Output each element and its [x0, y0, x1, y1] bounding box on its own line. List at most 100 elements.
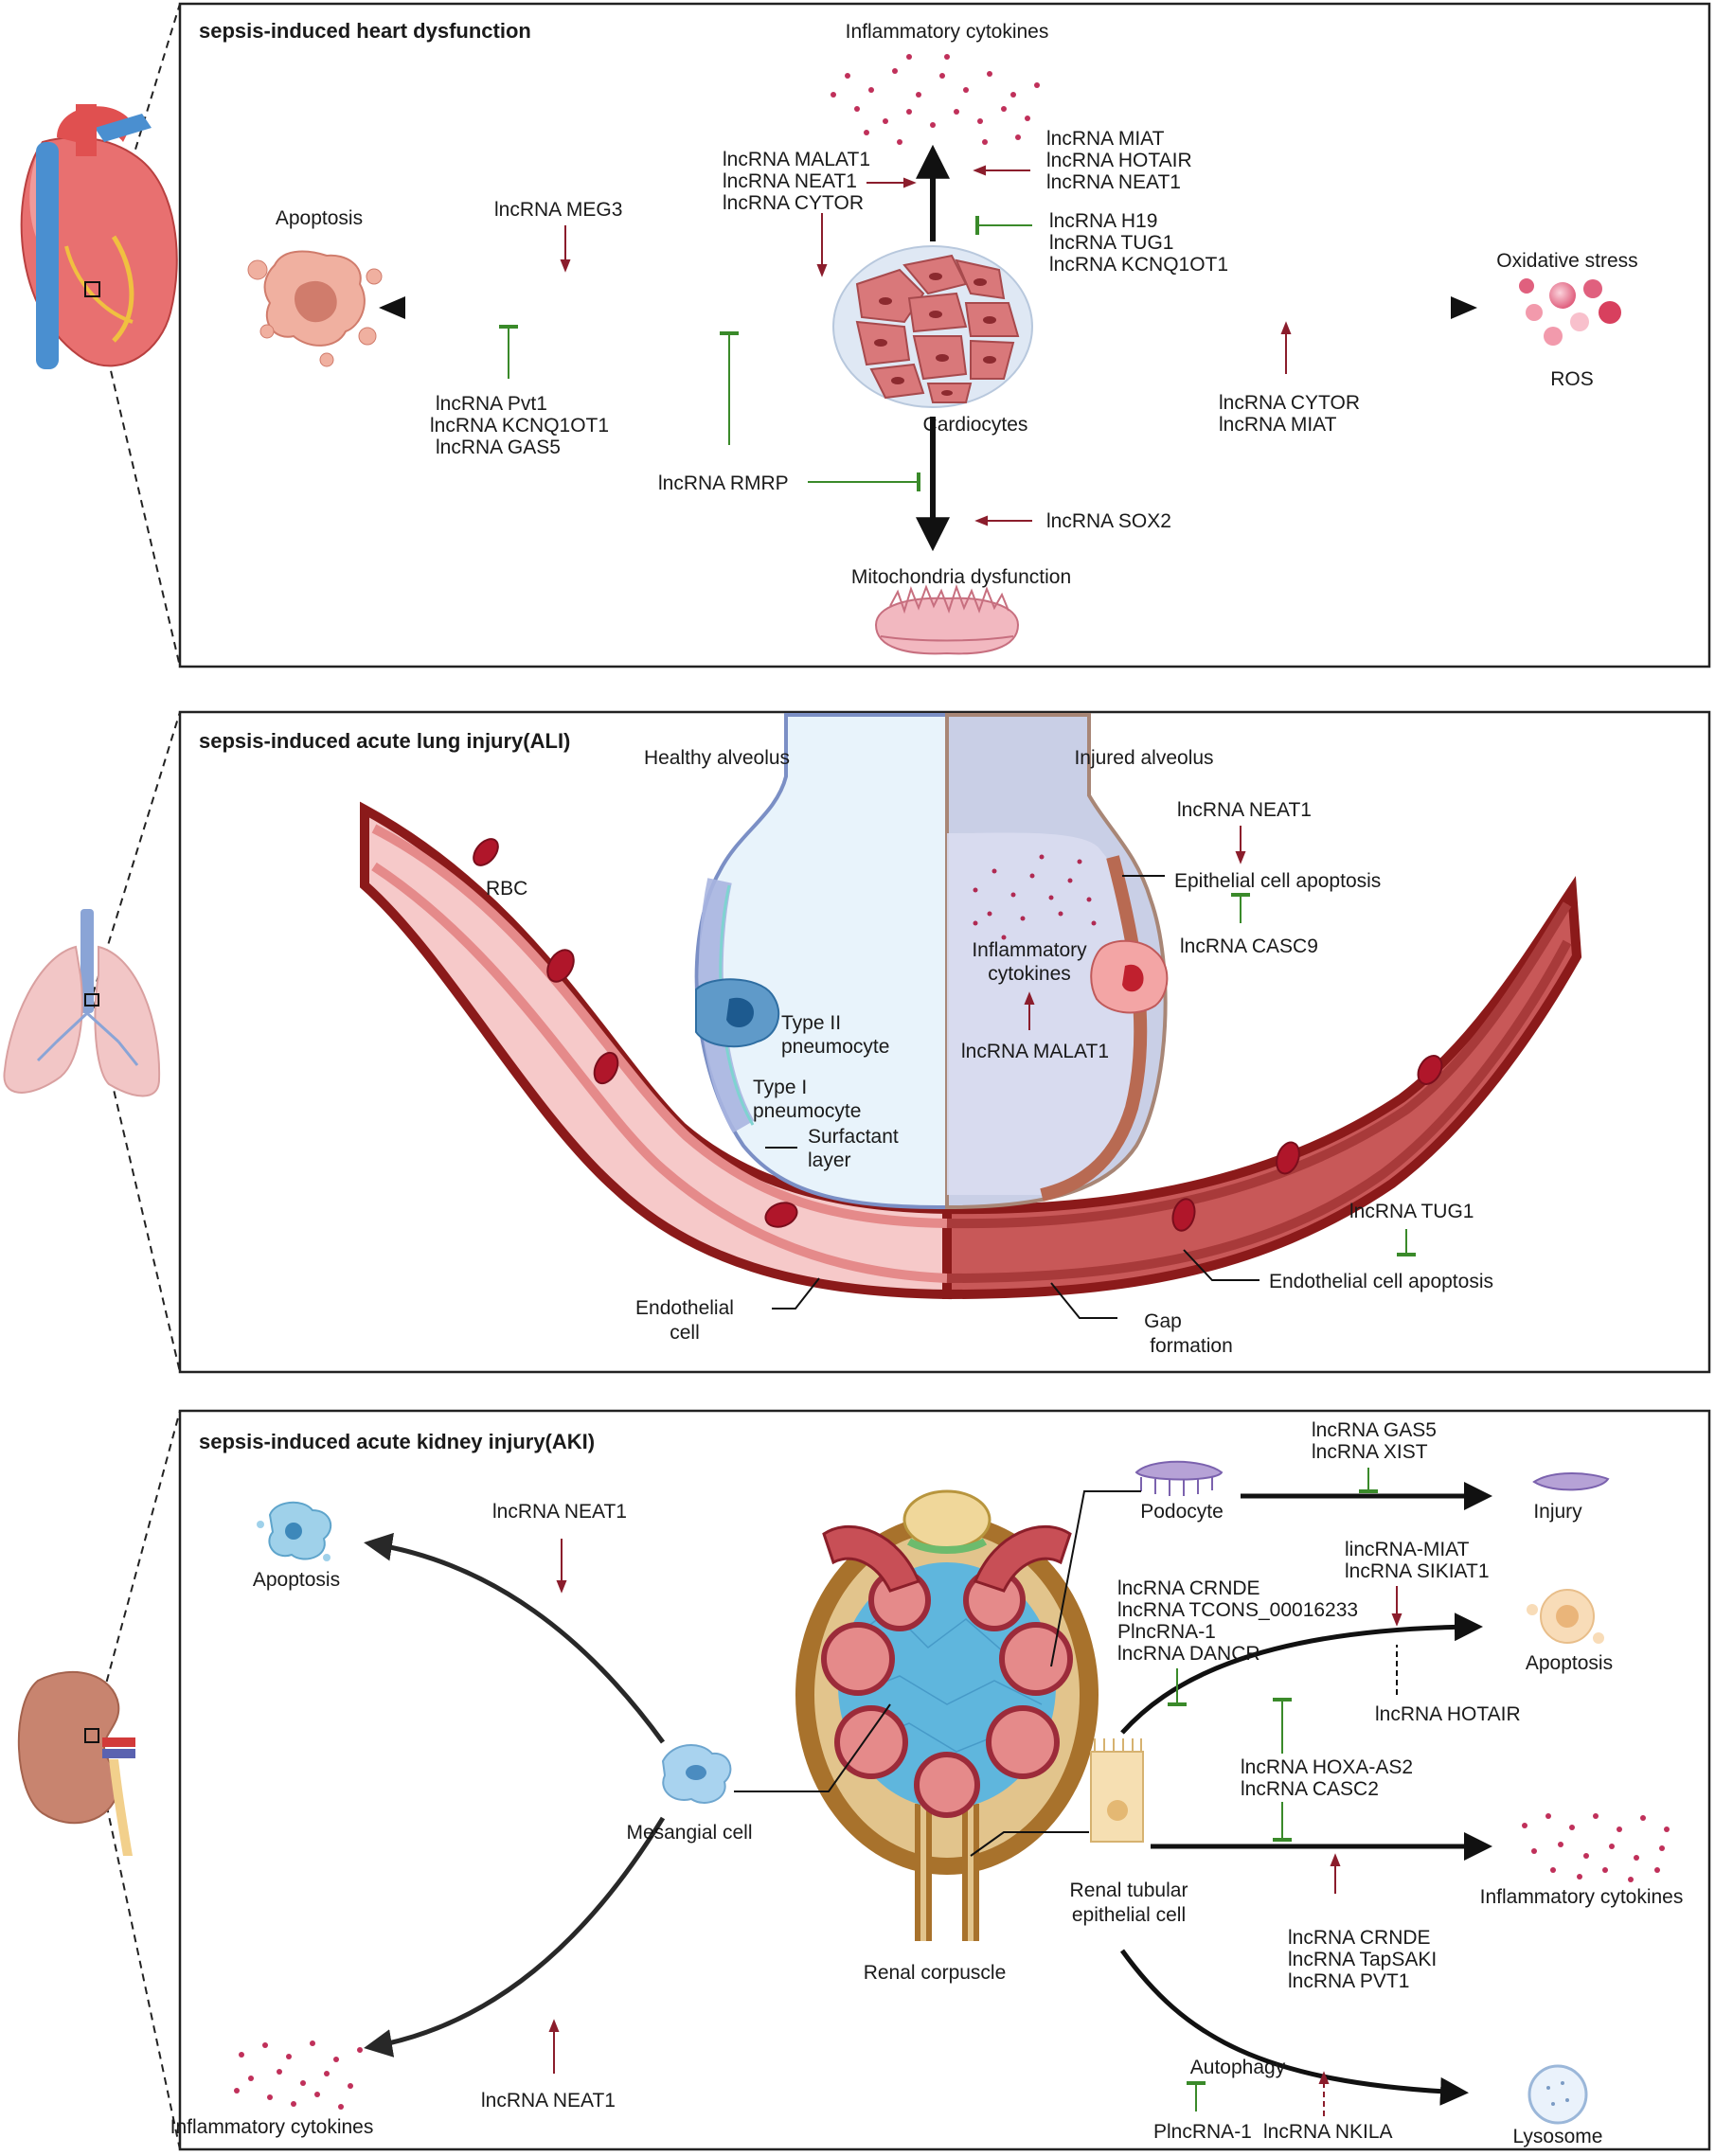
nkila-label: lncRNA NKILA	[1263, 2121, 1393, 2143]
lung-organ-icon	[3, 909, 161, 1097]
endo-apop-pointer	[1183, 1249, 1259, 1281]
kidney-apoptosis-left-label: Apoptosis	[253, 1569, 340, 1591]
kidney-cytokine-dots-left	[234, 2040, 363, 2110]
surfactant-label-line-2: layer	[808, 1149, 851, 1171]
gap-line-2: formation	[1150, 1335, 1233, 1357]
apoptotic-epithelial-cell	[1090, 939, 1169, 1014]
lysosome-label: Lysosome	[1513, 2126, 1603, 2147]
kidney-panel: sepsis-induced acute kidney injury(AKI)	[17, 1409, 1711, 2151]
neat1-bottom-label: lncRNA NEAT1	[481, 2090, 616, 2111]
crnde-group2-line-2: lncRNA TapSAKI	[1288, 1949, 1437, 1970]
lung-inflam-line-2: cytokines	[988, 963, 1071, 985]
gas5-xist-line-2: lncRNA XIST	[1312, 1441, 1428, 1463]
cytor-miat-line-1: lncRNA CYTOR	[1219, 392, 1360, 414]
h19-group-line-2: lncRNA TUG1	[1049, 232, 1174, 254]
type2-label-line-2: pneumocyte	[781, 1036, 889, 1058]
meg3-label: lncRNA MEG3	[494, 199, 622, 221]
injury-label: Injury	[1533, 1501, 1582, 1523]
hoxa-group-line-2: lncRNA CASC2	[1241, 1778, 1379, 1800]
crnde-group-line-2: lncRNA TCONS_00016233	[1117, 1599, 1358, 1621]
rtec-line-1: Renal tubular	[1070, 1880, 1188, 1901]
heart-organ-icon	[20, 104, 178, 369]
malat1-group-line-1: lncRNA MALAT1	[723, 149, 870, 170]
oxidative-stress-label: Oxidative stress	[1496, 250, 1637, 272]
podocyte-cell	[1134, 1460, 1224, 1496]
heart-inflammatory-label: Inflammatory cytokines	[846, 21, 1049, 43]
plnc-label: PlncRNA-1	[1153, 2121, 1252, 2143]
rtec-to-apoptosis-arrow	[1120, 1613, 1483, 1735]
lung-zoom-line-bottom	[92, 1000, 181, 1373]
healthy-alveolus-label: Healthy alveolus	[644, 747, 790, 769]
kidney-apoptosis-right-label: Apoptosis	[1526, 1652, 1613, 1674]
lung-cytokine-dots	[973, 854, 1097, 940]
heart-apoptosis-label: Apoptosis	[276, 207, 363, 229]
miat-group-kidney-line-2: lncRNA SIKIAT1	[1345, 1560, 1490, 1582]
ros-label: ROS	[1550, 368, 1594, 390]
renal-corpuscle-label: Renal corpuscle	[864, 1962, 1007, 1984]
lysosome-icon	[1527, 2064, 1588, 2125]
type2-pneumocyte	[695, 978, 780, 1048]
gap-line-1: Gap	[1144, 1310, 1182, 1332]
miat-group-line-3: lncRNA NEAT1	[1046, 171, 1181, 193]
gas5-xist-line-1: lncRNA GAS5	[1312, 1419, 1437, 1441]
neat1-lung-label: lncRNA NEAT1	[1177, 799, 1312, 821]
hoxa-group-line-1: lncRNA HOXA-AS2	[1241, 1756, 1413, 1778]
pvt1-group-line-2: lncRNA KCNQ1OT1	[430, 415, 609, 437]
pvt1-group-line-1: lncRNA Pvt1	[436, 393, 547, 415]
heart-arrowhead-left	[379, 296, 405, 319]
mesangial-cell	[661, 1743, 732, 1804]
heart-panel: sepsis-induced heart dysfunction	[20, 2, 1711, 668]
mito-label: Mitochondria dysfunction	[851, 566, 1071, 588]
cardiocytes-label: Cardiocytes	[923, 414, 1028, 436]
rtec-cell	[1090, 1738, 1144, 1843]
kidney-inflam-left-label: Inflammatory cytokines	[170, 2116, 374, 2138]
endo-cell-line-2: cell	[670, 1322, 700, 1344]
rtec-to-lysosome-arrow	[1119, 1949, 1469, 2106]
mesangial-pointer	[734, 1703, 891, 1792]
hotair-label: lncRNA HOTAIR	[1375, 1703, 1521, 1725]
renal-corpuscle	[795, 1489, 1099, 1941]
casc9-label: lncRNA CASC9	[1180, 935, 1318, 957]
epi-apop-label: Epithelial cell apoptosis	[1174, 870, 1381, 892]
blood-vessel	[360, 801, 1582, 1300]
kidney-zoom-line-top	[92, 1410, 181, 1734]
kidney-panel-title: sepsis-induced acute kidney injury(AKI)	[199, 1430, 595, 1453]
lung-panel-title: sepsis-induced acute lung injury(ALI)	[199, 729, 570, 753]
mesangial-to-inflam-arrow	[364, 1816, 666, 2058]
heart-zoom-line-bottom	[92, 293, 181, 668]
heart-arrowhead-right	[1451, 296, 1477, 319]
neat1-top-label: lncRNA NEAT1	[492, 1501, 627, 1523]
cardiocytes-cluster	[832, 245, 1033, 408]
crnde-group-line-3: PlncRNA-1	[1117, 1621, 1216, 1643]
crnde-group-line-4: lncRNA DANCR	[1117, 1643, 1260, 1665]
mesangial-label: Mesangial cell	[626, 1822, 752, 1844]
malat1-lung-label: lncRNA MALAT1	[961, 1041, 1109, 1062]
pvt1-group-line-3: lncRNA GAS5	[436, 437, 561, 458]
miat-group-line-2: lncRNA HOTAIR	[1046, 150, 1192, 171]
injured-alveolus-label: Injured alveolus	[1074, 747, 1213, 769]
endo-cell-pointer	[772, 1277, 820, 1310]
gap-pointer	[1050, 1282, 1117, 1319]
malat1-group-line-2: lncRNA NEAT1	[723, 170, 857, 192]
kidney-inflam-right-label: Inflammatory cytokines	[1480, 1886, 1684, 1908]
mesangial-to-apoptosis-arrow	[364, 1532, 666, 1744]
sox2-label: lncRNA SOX2	[1046, 510, 1171, 532]
type1-label-line-2: pneumocyte	[753, 1100, 861, 1122]
lung-inflam-line-1: Inflammatory	[972, 939, 1087, 961]
injured-podocyte-icon	[1532, 1472, 1610, 1491]
rbc-label: RBC	[486, 878, 527, 900]
mesangial-apoptotic-cell	[257, 1501, 332, 1561]
ros-particles	[1519, 278, 1621, 346]
malat1-group-line-3: lncRNA CYTOR	[723, 192, 864, 214]
kidney-cytokine-dots-right	[1522, 1813, 1670, 1882]
tug1-lung-label: lncRNA TUG1	[1349, 1201, 1474, 1222]
rtec-pointer	[970, 1831, 1089, 1857]
rtec-line-2: epithelial cell	[1072, 1904, 1186, 1926]
mitochondria-icon	[874, 583, 1020, 655]
heart-panel-title: sepsis-induced heart dysfunction	[199, 19, 531, 43]
surfactant-label-line-1: Surfactant	[808, 1126, 899, 1148]
h19-group-line-1: lncRNA H19	[1049, 210, 1157, 232]
alveolus	[694, 713, 1168, 1210]
crnde-group2-line-3: lncRNA PVT1	[1288, 1970, 1409, 1992]
